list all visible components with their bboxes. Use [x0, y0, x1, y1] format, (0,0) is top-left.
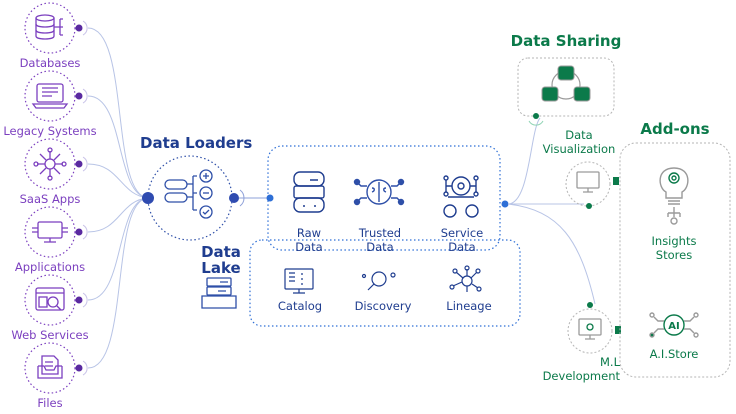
- source-port-arcs: [82, 20, 88, 376]
- stage-label-line1: Raw: [296, 226, 322, 240]
- storage-stack-icon: [201, 277, 237, 309]
- raw-data-database-icon: [293, 171, 325, 213]
- source-nodes: [24, 2, 76, 394]
- connector-web: [87, 197, 149, 301]
- addon-label-line1: Insights: [651, 234, 697, 248]
- visualization-monitor-icon: [576, 171, 600, 193]
- browser-search-icon: [35, 287, 65, 311]
- ai-badge: AI: [668, 321, 679, 332]
- stage-label-line1: Service: [440, 226, 484, 240]
- addons-title: Add-ons: [640, 120, 710, 138]
- loaders-title: Data Loaders: [140, 134, 253, 152]
- addons-box: [619, 142, 731, 378]
- source-label-files: Files: [37, 396, 63, 410]
- source-label-legacy: Legacy Systems: [3, 124, 97, 138]
- data-lake-tools-box: [249, 239, 521, 327]
- data-sharing-box: [517, 57, 615, 117]
- connector-saas: [87, 163, 149, 199]
- visualization-label-line2: Visualization: [542, 142, 616, 156]
- source-label-saas: SaaS Apps: [19, 192, 81, 206]
- addon-insights-stores: Insights Stores: [634, 234, 714, 262]
- visualization-node: [565, 161, 611, 207]
- source-label-databases: Databases: [19, 56, 81, 70]
- brain-circuit-icon: [353, 178, 405, 206]
- stage-label-line2: Data: [448, 240, 476, 254]
- source-label-applications: Applications: [14, 260, 86, 274]
- addon-label-line2: Stores: [655, 248, 693, 262]
- visualization-label-line1: Data: [565, 128, 593, 142]
- stage-service-data: Service Data: [434, 226, 490, 254]
- lightbulb-gear-icon: [659, 167, 689, 225]
- database-icon: [35, 14, 63, 40]
- tool-discovery: Discovery: [354, 299, 412, 313]
- stage-label-line2: Data: [295, 240, 323, 254]
- connector-applications: [87, 197, 149, 233]
- tool-catalog: Catalog: [277, 299, 323, 313]
- data-lake-title-line2: Lake: [201, 259, 241, 277]
- stage-label-line1: Trusted: [358, 226, 402, 240]
- shared-databases-icon: [541, 65, 591, 102]
- data-lake-title-line1: Data: [201, 243, 241, 261]
- ml-label-line1: M.L: [600, 355, 620, 369]
- data-lake-title: Data Lake: [196, 244, 246, 276]
- users-service-icon: [443, 175, 479, 218]
- connector-databases: [87, 27, 149, 199]
- graph-nodes-icon: [449, 265, 482, 292]
- source-ports: [75, 24, 83, 372]
- connector-files: [87, 197, 149, 369]
- ml-monitor-icon: [578, 318, 602, 340]
- file-tray-icon: [37, 355, 63, 379]
- source-label-web-services: Web Services: [11, 328, 89, 342]
- addon-ai-store: A.I.Store: [649, 347, 699, 361]
- output-connectors: [507, 117, 596, 305]
- ml-node: [567, 308, 613, 354]
- stage-label-line2: Data: [366, 240, 394, 254]
- laptop-icon: [31, 83, 69, 109]
- loaders-node: [142, 155, 245, 241]
- tool-lineage: Lineage: [446, 299, 492, 313]
- ml-label: M.L Development: [530, 355, 620, 383]
- catalog-monitor-icon: [284, 268, 314, 294]
- ml-label-line2: Development: [542, 369, 620, 383]
- connector-legacy: [87, 95, 149, 199]
- visualization-label: Data Visualization: [534, 128, 624, 156]
- monitor-icon: [32, 221, 68, 243]
- network-hub-icon: [33, 147, 67, 181]
- data-sharing-title: Data Sharing: [510, 32, 622, 50]
- ai-chip-icon: [649, 312, 699, 338]
- magnifier-icon: [361, 271, 396, 291]
- stage-trusted-data: Trusted Data: [352, 226, 408, 254]
- stage-raw-data: Raw Data: [284, 226, 334, 254]
- source-connectors: [87, 27, 149, 369]
- server-actions-icon: [164, 169, 213, 219]
